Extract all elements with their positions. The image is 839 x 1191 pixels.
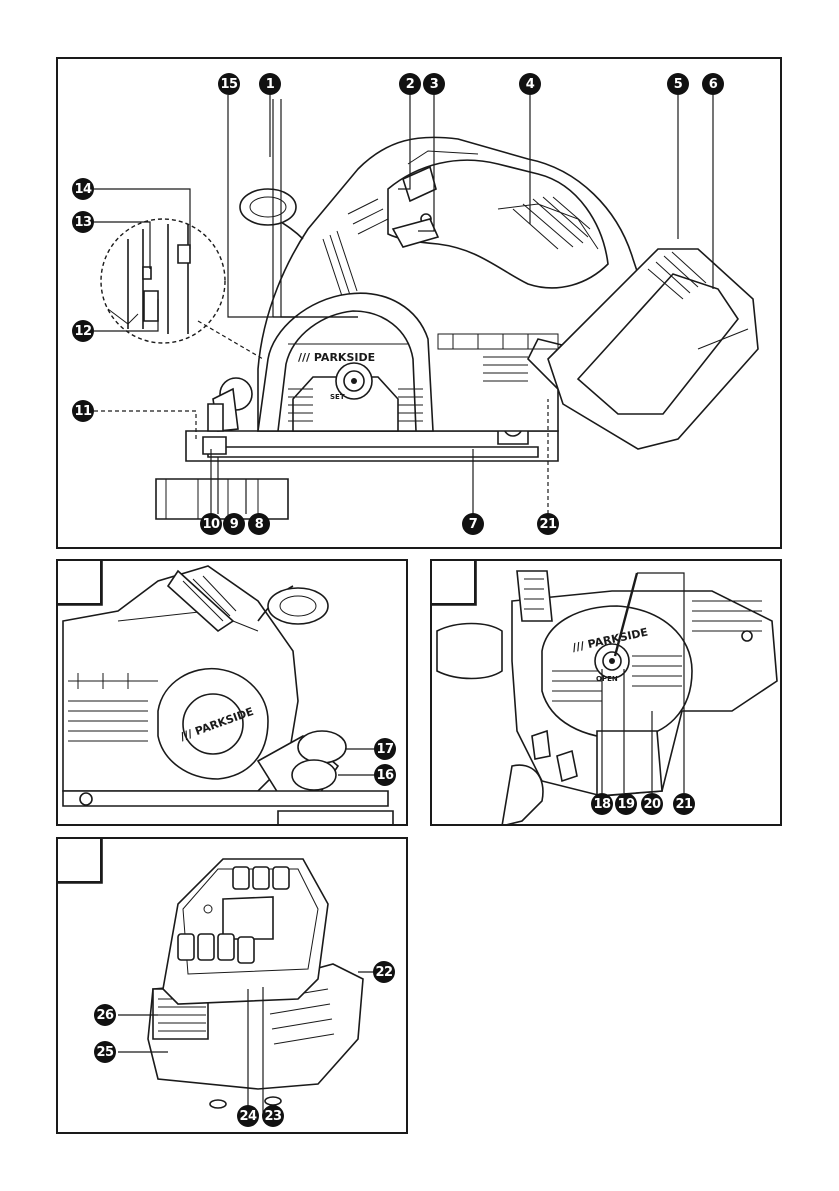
callout-6: 6 [702,73,724,95]
callout-2: 2 [399,73,421,95]
callout-18: 18 [591,793,613,815]
callout-7: 7 [462,513,484,535]
callout-25: 25 [94,1041,116,1063]
callout-21: 21 [537,513,559,535]
callout-13: 13 [72,211,94,233]
callout-4: 4 [519,73,541,95]
figure-1-panel: /// PARKSIDE SET [56,57,782,549]
callout-16: 16 [374,764,396,786]
callout-24: 24 [237,1105,259,1127]
callout-11: 11 [72,400,94,422]
figure-3-panel: /// PARKSIDE OPEN 18 19 20 21 [430,559,782,826]
callout-9: 9 [223,513,245,535]
callout-15: 15 [218,73,240,95]
callout-12: 12 [72,320,94,342]
callout-5: 5 [667,73,689,95]
callout-3: 3 [423,73,445,95]
callout-22: 22 [373,961,395,983]
callout-20: 20 [641,793,663,815]
callout-23: 23 [262,1105,284,1127]
dial-open-text: OPEN [596,675,618,683]
callout-10: 10 [200,513,222,535]
dial-set-text: SET [330,393,345,401]
callout-14: 14 [72,178,94,200]
figure-4-panel: 22 26 25 24 23 [56,837,408,1134]
blade-change-drawing: /// PARKSIDE OPEN [432,561,782,826]
circular-saw-drawing: /// PARKSIDE SET [58,59,782,549]
callout-21-fig3: 21 [673,793,695,815]
callout-1: 1 [259,73,281,95]
callout-26: 26 [94,1004,116,1026]
figure-2-panel: /// PARKSIDE 17 16 [56,559,408,826]
saw-dust-port-drawing: /// PARKSIDE [58,561,408,826]
guard-brand-text: /// PARKSIDE [298,351,375,364]
callout-17: 17 [374,738,396,760]
callout-19: 19 [615,793,637,815]
callout-8: 8 [248,513,270,535]
battery-charger-drawing [58,839,408,1134]
